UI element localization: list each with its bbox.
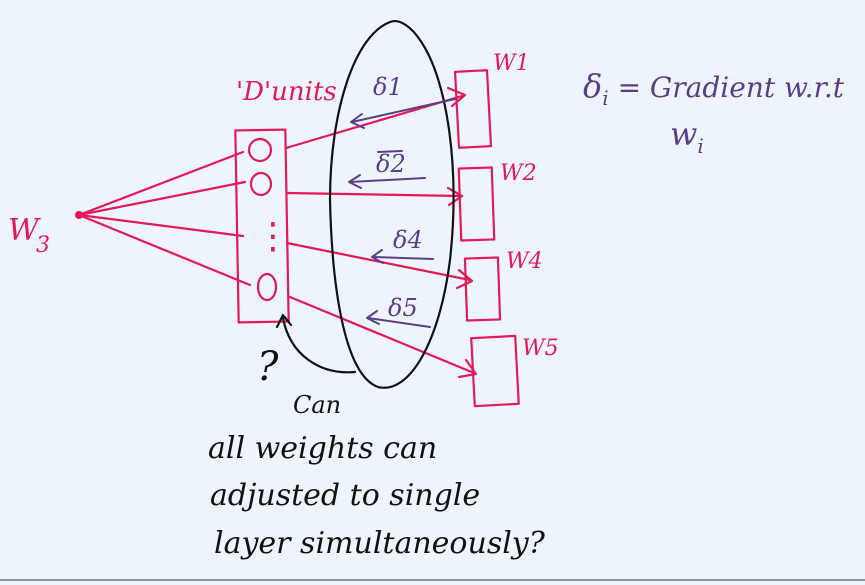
encircling-oval bbox=[328, 20, 455, 389]
delta1-label: δ1 bbox=[373, 73, 403, 101]
delta4-label: δ4 bbox=[393, 226, 423, 254]
unit-circle-2 bbox=[249, 171, 273, 197]
curved-arrowhead bbox=[275, 313, 293, 329]
delta4-arrowhead bbox=[371, 249, 384, 264]
delta2-overline bbox=[377, 150, 403, 153]
question-line-2: all weights can bbox=[208, 431, 437, 466]
w3-subscript: 3 bbox=[36, 233, 50, 258]
delta5-label: δ5 bbox=[388, 294, 418, 322]
w5-label: W5 bbox=[522, 336, 559, 361]
delta2-label: δ2 bbox=[376, 150, 406, 178]
unit4-to-w5-line bbox=[288, 295, 476, 375]
w4-box bbox=[463, 256, 502, 322]
gradient-note-line2: wi bbox=[670, 115, 704, 158]
unit-circle-1 bbox=[247, 137, 273, 163]
question-mark: ? bbox=[257, 344, 279, 390]
w3-to-unit2-line bbox=[77, 180, 247, 217]
delta1-arrowhead bbox=[350, 113, 365, 129]
unit-circle-3 bbox=[256, 272, 278, 302]
gradient-note-line1: δi = Gradient w.r.t bbox=[583, 67, 845, 110]
w3-to-unit3-line bbox=[77, 213, 245, 238]
w2-label: W2 bbox=[500, 161, 537, 186]
curved-arrow bbox=[281, 316, 357, 374]
d-units-label: 'D'units bbox=[236, 77, 337, 107]
unit2-to-w2-line bbox=[285, 191, 462, 198]
w3-to-unit4-line bbox=[77, 213, 252, 287]
w1-box bbox=[453, 69, 493, 149]
unit4-to-w5-arrowhead bbox=[457, 358, 478, 379]
d-units-box bbox=[234, 128, 290, 324]
unit3-to-w4-arrowhead bbox=[455, 268, 474, 290]
w5-box bbox=[470, 334, 520, 408]
w3-to-unit1-line bbox=[77, 150, 245, 217]
delta1-arrow bbox=[351, 98, 456, 123]
delta5-arrow bbox=[367, 317, 431, 328]
delta2-arrowhead bbox=[348, 174, 362, 189]
question-line-1: Can bbox=[293, 391, 341, 419]
delta2-arrow bbox=[349, 177, 426, 183]
w2-box bbox=[457, 166, 496, 242]
unit-dots: ⋮ bbox=[255, 216, 291, 257]
delta4-arrow bbox=[372, 256, 434, 260]
w1-label: W1 bbox=[493, 51, 530, 76]
question-line-4: layer simultaneously? bbox=[214, 526, 546, 561]
w3-label: W bbox=[8, 213, 41, 248]
w4-label: W4 bbox=[506, 249, 543, 274]
delta5-arrowhead bbox=[366, 310, 380, 325]
question-line-3: adjusted to single bbox=[210, 478, 480, 513]
